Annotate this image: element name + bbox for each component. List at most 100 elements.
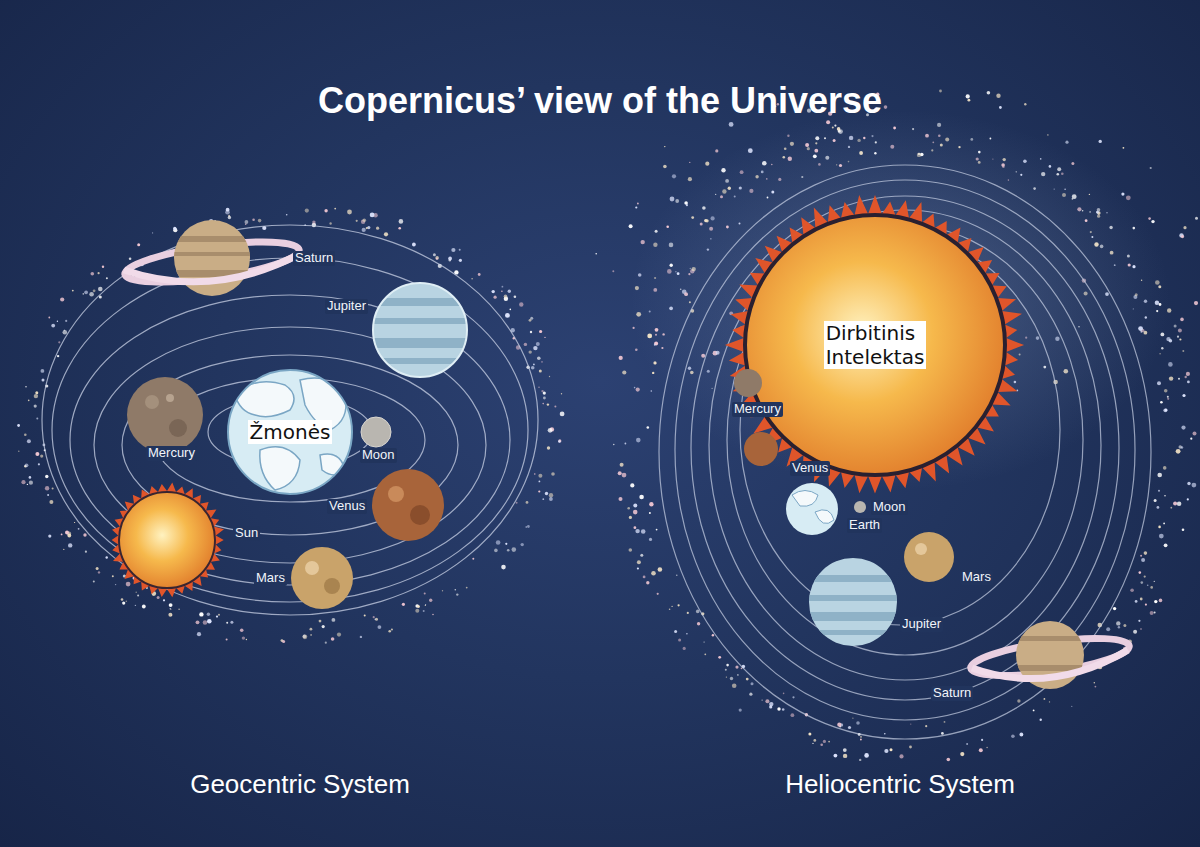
star-dot (671, 606, 672, 607)
star-dot (837, 723, 841, 727)
star-dot (633, 510, 638, 515)
star-dot (1182, 350, 1184, 352)
star-dot (1133, 630, 1137, 634)
star-dot (687, 612, 689, 614)
star-dot (521, 543, 524, 546)
star-dot (451, 248, 455, 252)
star-dot (65, 320, 67, 322)
star-dot (669, 609, 671, 611)
star-dot (1145, 604, 1147, 606)
star-dot (843, 754, 847, 758)
star-dot (1177, 501, 1182, 506)
star-dot (448, 257, 452, 261)
star-dot (356, 220, 358, 222)
orbit-lines (659, 165, 1151, 739)
planet-label: Mercury (732, 402, 783, 417)
star-dot (1095, 686, 1097, 688)
star-dot (634, 526, 637, 529)
star-dot (629, 516, 632, 519)
star-dot (459, 259, 462, 262)
star-dot (1147, 585, 1149, 587)
star-dot (641, 529, 646, 534)
star-dot (429, 599, 432, 602)
star-dot (435, 256, 439, 260)
star-dot (1176, 449, 1181, 454)
star-dot (1144, 551, 1148, 555)
star-dot (1049, 701, 1050, 702)
star-dot (360, 636, 362, 638)
star-dot (622, 473, 627, 478)
star-dot (526, 501, 529, 504)
star-dot (1017, 699, 1020, 702)
star-dot (663, 165, 667, 169)
star-dot (1167, 398, 1169, 400)
star-dot (531, 366, 535, 370)
star-dot (541, 361, 543, 363)
star-dot (366, 227, 368, 229)
star-dot (399, 219, 404, 224)
star-dot (635, 529, 639, 533)
star-dot (417, 605, 420, 608)
star-dot (944, 721, 946, 723)
star-dot (35, 452, 39, 456)
star-dot (637, 560, 641, 564)
star-dot (939, 90, 942, 93)
star-dot (538, 474, 542, 478)
star-dot (1116, 621, 1120, 625)
star-dot (252, 219, 255, 222)
star-dot (1099, 140, 1102, 143)
star-dot (1169, 376, 1173, 380)
star-dot (49, 500, 53, 504)
star-dot (622, 370, 626, 374)
star-dot (537, 356, 541, 360)
star-dot (1024, 103, 1026, 105)
star-dot (1163, 408, 1167, 412)
star-dot (96, 567, 99, 570)
star-dot (547, 446, 550, 449)
star-dot (960, 752, 964, 756)
star-dot (618, 471, 622, 475)
star-dot (1177, 336, 1179, 338)
star-dot (137, 243, 140, 246)
star-dot (1020, 733, 1024, 737)
star-dot (909, 746, 912, 749)
star-dot (196, 620, 200, 624)
star-dot (1164, 543, 1168, 547)
star-dot (664, 146, 665, 147)
star-dot (331, 637, 335, 641)
star-dot (544, 337, 545, 338)
star-dot (627, 507, 630, 510)
star-dot (246, 639, 247, 640)
earth-node: Žmonės (228, 370, 352, 494)
star-dot (981, 739, 983, 741)
star-dot (726, 664, 729, 667)
star-dot (21, 480, 25, 484)
star-dot (1187, 498, 1189, 500)
star-dot (925, 725, 927, 727)
star-dot (718, 656, 721, 659)
star-dot (986, 747, 987, 748)
star-dot (1158, 490, 1160, 492)
star-dot (197, 632, 201, 636)
star-dot (1164, 495, 1166, 497)
star-dot (966, 743, 968, 745)
star-dot (432, 614, 434, 616)
star-dot (634, 387, 636, 389)
star-dot (376, 227, 379, 230)
star-dot (777, 707, 780, 710)
star-dot (746, 678, 749, 681)
star-dot (813, 739, 816, 742)
jupiter-left (370, 283, 470, 377)
star-dot (884, 733, 886, 735)
star-dot (494, 296, 497, 299)
star-dot (57, 355, 59, 357)
star-dot (442, 590, 443, 591)
star-dot (637, 203, 639, 205)
saturn-right (969, 621, 1132, 689)
star-dot (35, 391, 38, 394)
star-dot (170, 608, 171, 609)
star-dot (726, 676, 727, 677)
star-dot (697, 622, 700, 625)
star-dot (595, 253, 597, 255)
planet-label: Sun (233, 526, 260, 541)
